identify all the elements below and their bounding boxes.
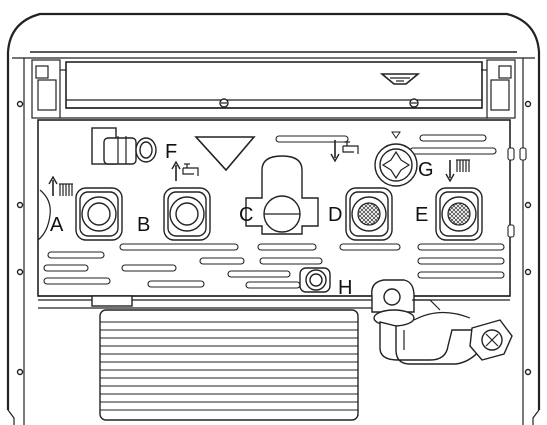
fitting-f-valve [91, 127, 157, 165]
label-a: A [50, 214, 64, 236]
fitting-h-drain [299, 267, 331, 293]
label-c: C [239, 204, 253, 226]
label-e: E [415, 204, 428, 226]
heating-flow-arrow-icon [48, 175, 73, 196]
label-h: H [338, 277, 352, 299]
hanger-notch [194, 136, 256, 172]
casing-screw [524, 100, 532, 108]
label-f: F [165, 141, 177, 163]
plate-slots [43, 134, 527, 289]
casing-screw [16, 268, 24, 276]
heating-return-arrow-icon [445, 159, 470, 183]
upper-cover-panel [60, 61, 488, 119]
right-hinge-bracket [481, 59, 516, 119]
casing-screw [16, 100, 24, 108]
gas-valve-knob-icon [374, 131, 418, 187]
casing-screw [524, 368, 532, 376]
connection-b-dhw-outlet [163, 187, 211, 241]
heat-exchanger-fins [38, 295, 510, 421]
connection-d-cold-inlet [345, 187, 393, 241]
label-b: B [137, 214, 150, 236]
label-g: G [418, 159, 434, 181]
connection-a-heating-flow [37, 187, 123, 241]
connection-c-gas-inlet [245, 155, 319, 235]
left-hinge-bracket [31, 59, 66, 119]
casing-screw [16, 201, 24, 209]
connection-e-heating-return [435, 187, 483, 241]
boiler-casing [6, 12, 541, 425]
casing-screw [524, 201, 532, 209]
label-d: D [328, 204, 342, 226]
connection-labels: A B C D E F G H [50, 141, 434, 299]
brand-logo-icon [379, 73, 421, 85]
pump-assembly [371, 279, 513, 365]
cold-water-tap-in-icon [330, 140, 359, 163]
casing-screw [524, 268, 532, 276]
casing-screw [16, 368, 24, 376]
hot-water-tap-out-icon [171, 160, 199, 181]
